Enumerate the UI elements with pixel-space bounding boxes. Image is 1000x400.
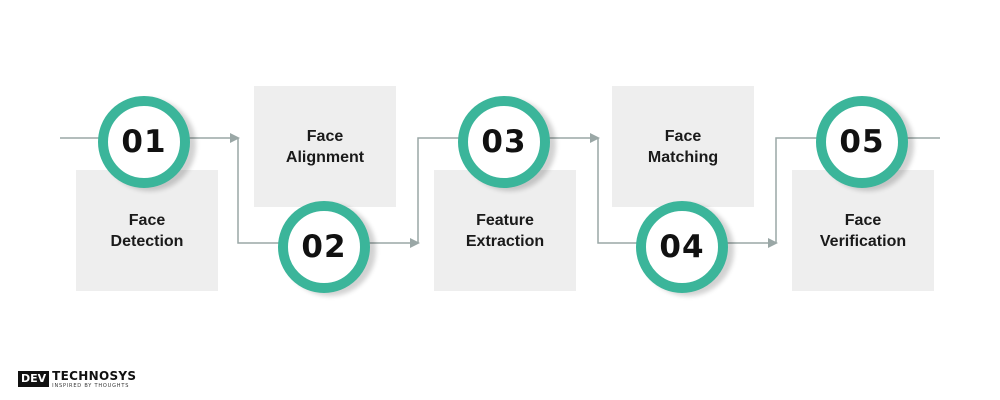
step-number: 05 xyxy=(839,124,885,160)
step-label: Face Detection xyxy=(110,211,184,250)
connector-line xyxy=(237,138,282,244)
brand-name: TECHNOSYS xyxy=(52,368,137,383)
step-circle-05: 05 xyxy=(816,96,908,188)
step-box-alignment: Face Alignment xyxy=(254,86,396,207)
brand-logo: DEV TECHNOSYS INSPIRED BY THOUGHTS xyxy=(18,368,136,390)
step-box-detection: Face Detection xyxy=(76,170,218,291)
step-circle-03: 03 xyxy=(458,96,550,188)
step-box-verification: Face Verification xyxy=(792,170,934,291)
step-label: Face Alignment xyxy=(285,127,365,166)
step-circle-01: 01 xyxy=(98,96,190,188)
brand-badge: DEV xyxy=(18,371,50,387)
step-box-matching: Face Matching xyxy=(612,86,754,207)
step-number: 01 xyxy=(121,124,167,160)
connector-line xyxy=(775,137,820,243)
brand-text: TECHNOSYS INSPIRED BY THOUGHTS xyxy=(52,368,137,389)
connector-line xyxy=(597,138,640,244)
step-box-extraction: Feature Extraction xyxy=(434,170,576,291)
step-label: Face Matching xyxy=(647,127,719,166)
step-label: Face Verification xyxy=(819,211,907,250)
step-label: Feature Extraction xyxy=(465,211,545,250)
step-circle-04: 04 xyxy=(636,201,728,293)
step-number: 03 xyxy=(481,124,527,160)
brand-tagline: INSPIRED BY THOUGHTS xyxy=(52,382,130,389)
step-number: 02 xyxy=(301,229,347,265)
connector-line xyxy=(417,137,462,243)
step-number: 04 xyxy=(659,229,705,265)
step-circle-02: 02 xyxy=(278,201,370,293)
